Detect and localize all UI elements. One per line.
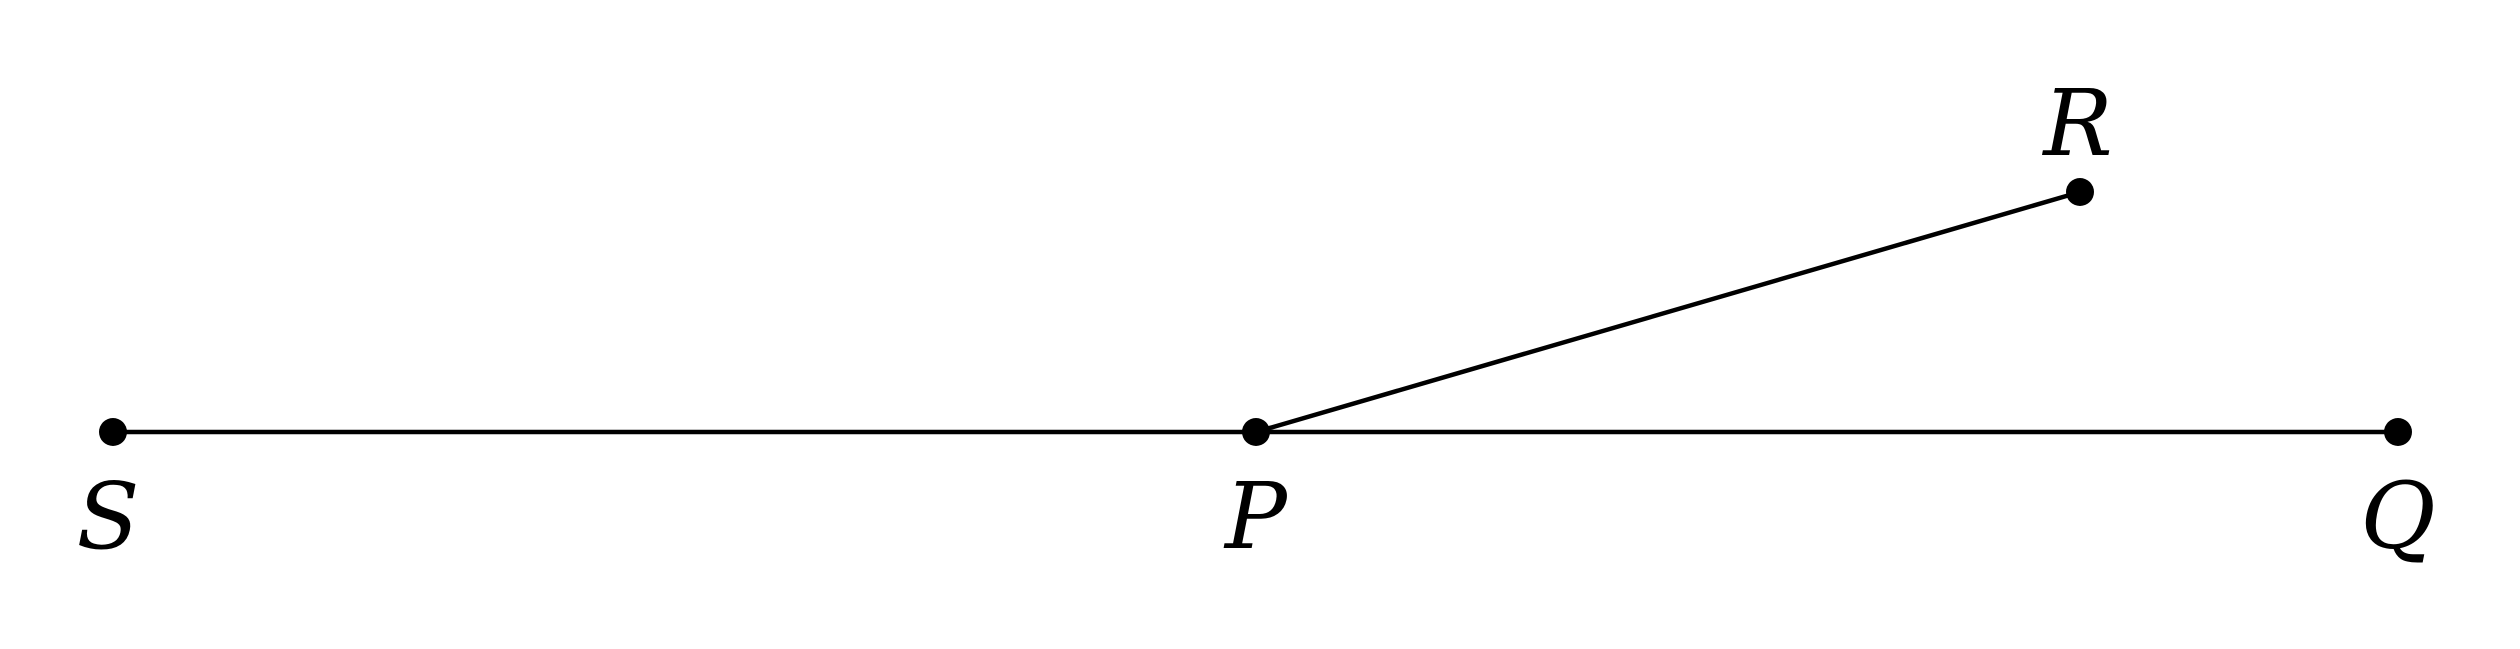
segment-p-r — [1253, 189, 2083, 435]
point-r — [2066, 178, 2094, 206]
label-s: S — [76, 463, 139, 570]
point-p — [1242, 418, 1270, 446]
point-s — [99, 418, 127, 446]
label-r: R — [2041, 70, 2112, 177]
label-p: P — [1223, 463, 1289, 570]
point-q — [2384, 418, 2412, 446]
label-q: Q — [2360, 463, 2435, 570]
